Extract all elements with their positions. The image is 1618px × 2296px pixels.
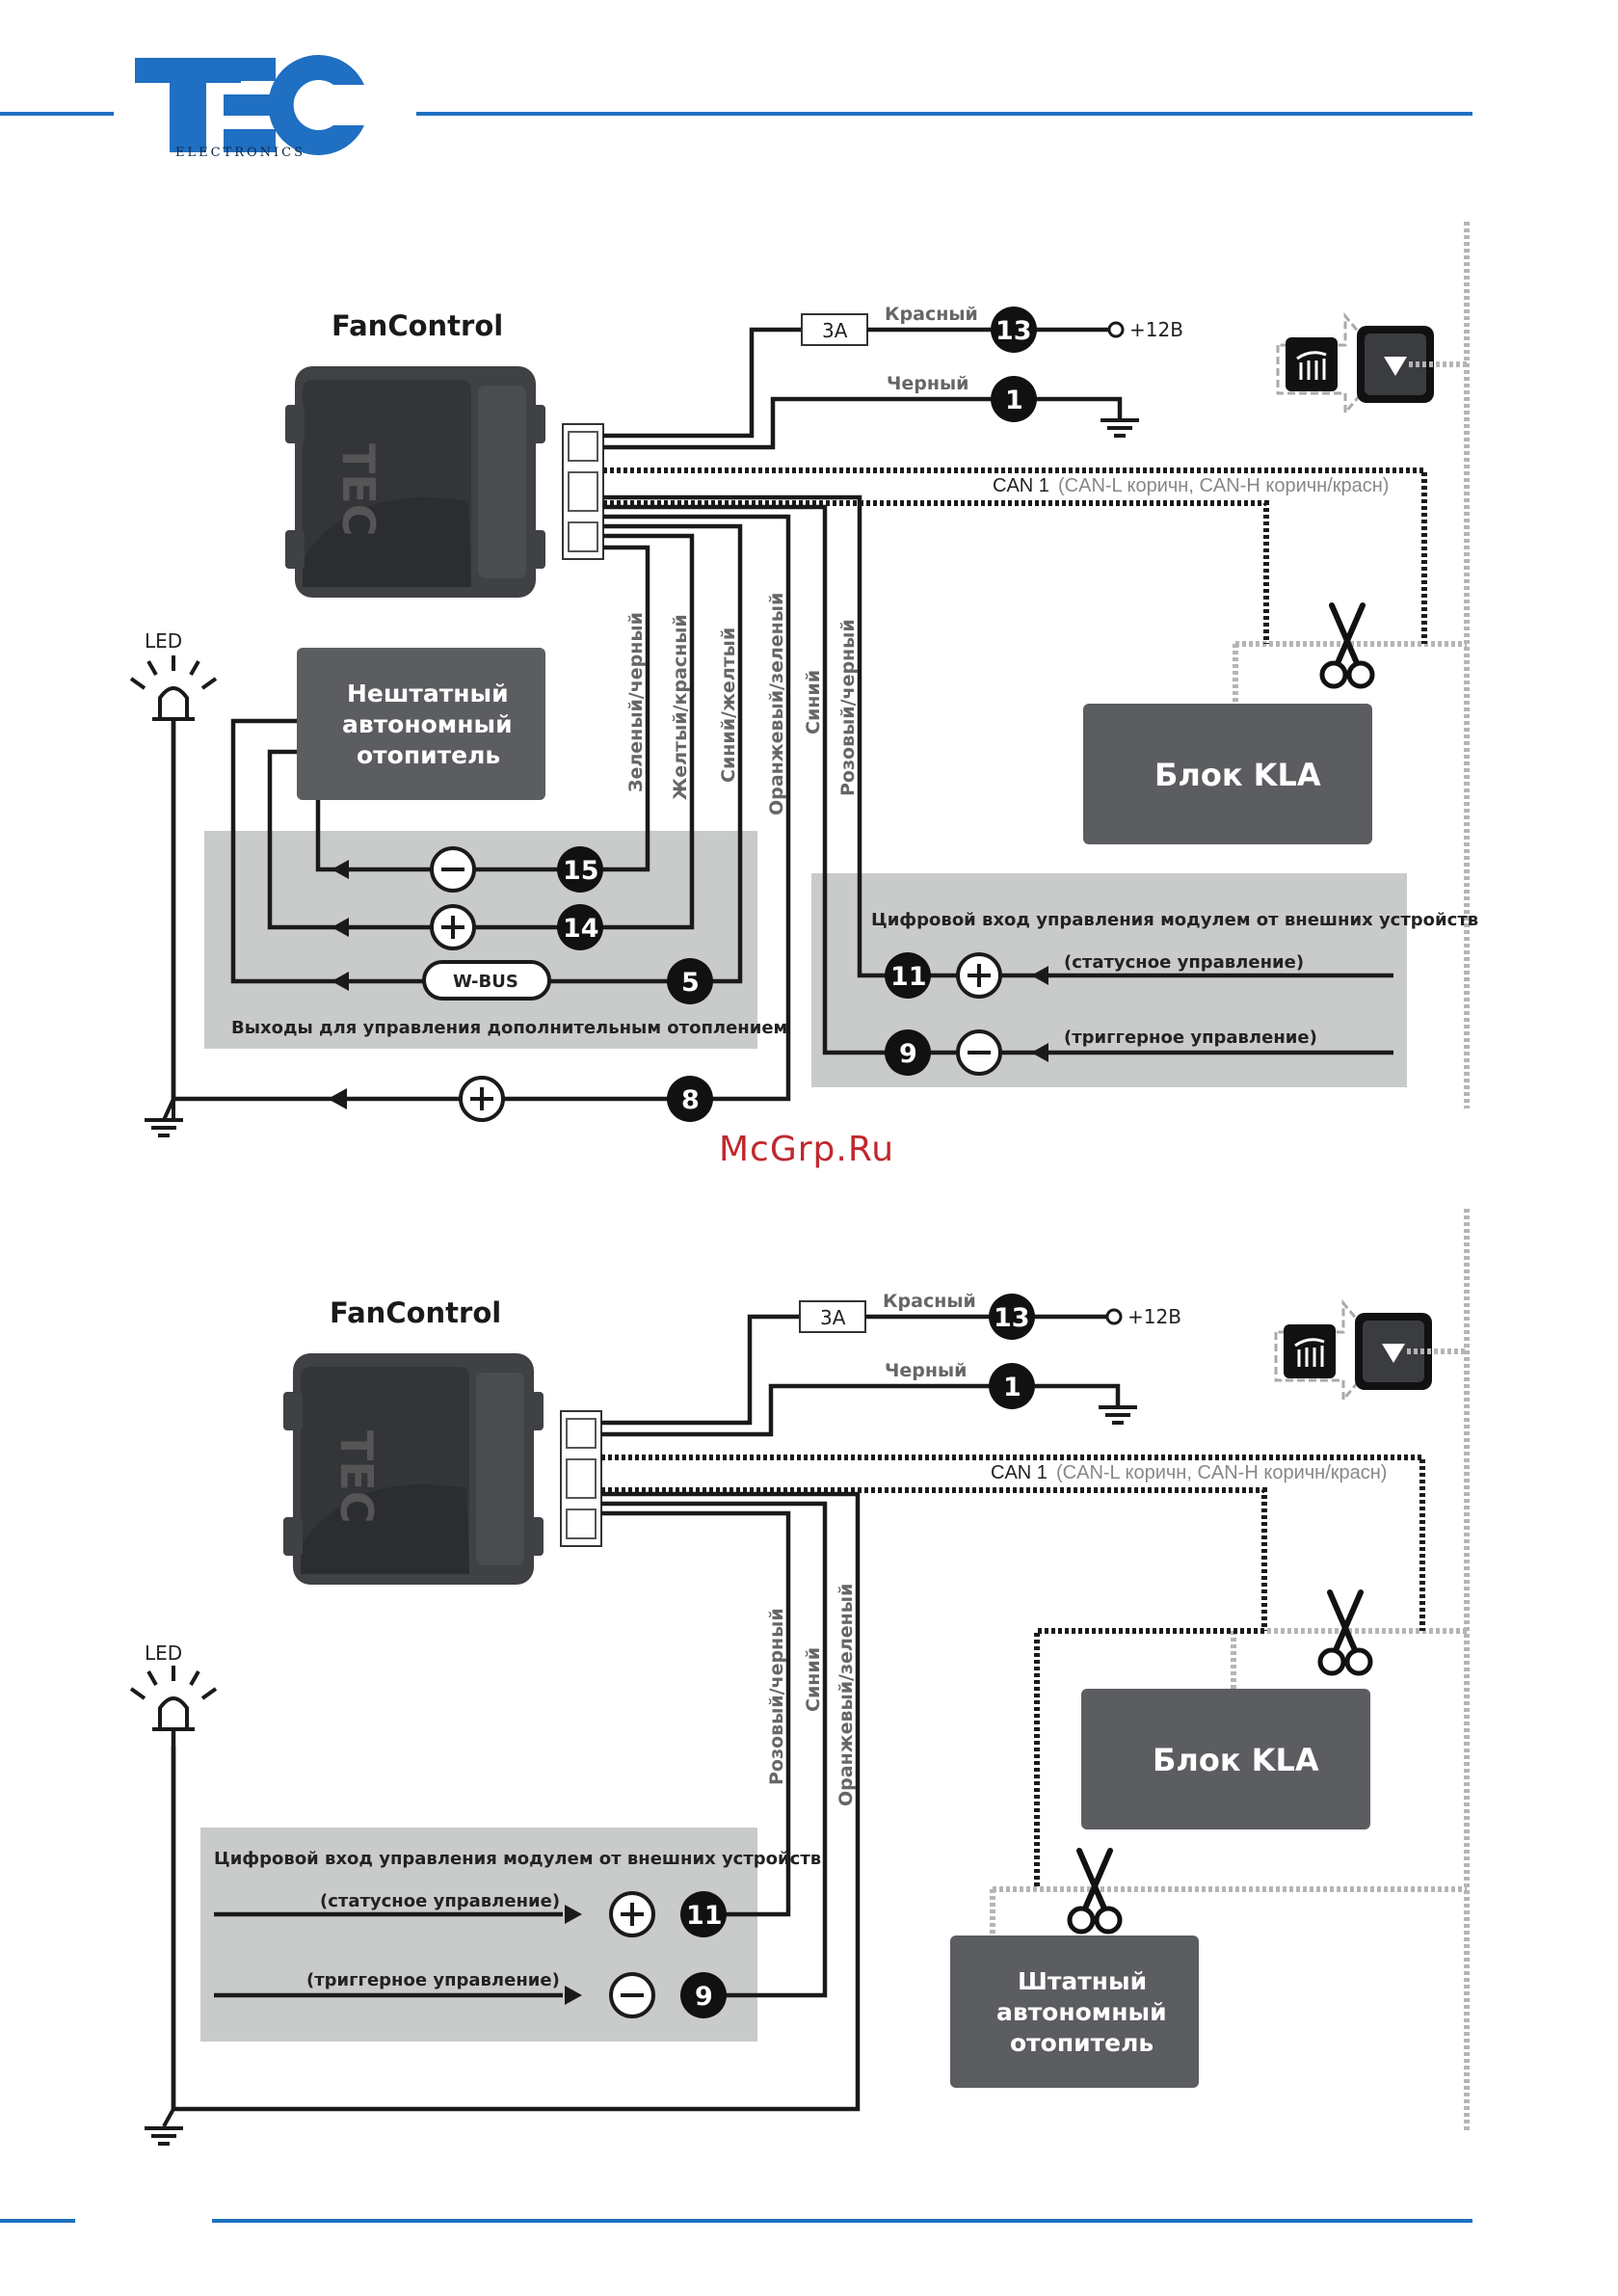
fuse-box-2	[799, 1300, 866, 1333]
black-wire-label: Черный	[887, 373, 968, 394]
aux-heater-box	[297, 648, 545, 800]
led-icon	[129, 654, 218, 721]
trigger-label-2: (триггерное управление)	[306, 1970, 560, 1990]
wire-label-6: Розовый/черный	[837, 619, 859, 796]
led-ground-icon-2	[143, 2126, 185, 2146]
kla-label: Блок KLA	[1154, 757, 1321, 793]
diagram-2: FanControl 3А +12В Красный 13 Черный 1 C…	[129, 1209, 1470, 2146]
pin-5: 5	[681, 968, 700, 998]
trigger-label: (триггерное управление)	[1064, 1028, 1317, 1048]
pin-1: 1	[1005, 386, 1023, 415]
pin-1-2: 1	[1003, 1373, 1021, 1402]
led-label-2: LED	[145, 1642, 182, 1665]
module-connector-2	[560, 1410, 602, 1547]
ground-icon	[1099, 418, 1141, 438]
kla-box	[1083, 704, 1372, 844]
kla-label-2: Блок KLA	[1153, 1742, 1319, 1778]
stock-heater-box	[950, 1936, 1199, 2088]
can-label-2: CAN 1	[991, 1462, 1048, 1483]
module-connector	[562, 423, 604, 560]
kla-box-2	[1081, 1689, 1370, 1829]
aux-heater-line-3: отопитель	[357, 741, 500, 769]
aux-heater-line-1: Нештатный	[347, 680, 509, 707]
wire-label-2-3: Оранжевый/зеленый	[836, 1584, 857, 1806]
plus12-label-2: +12В	[1127, 1305, 1181, 1328]
wbus-pill	[422, 960, 551, 1001]
wire-label-2: Желтый/красный	[670, 614, 691, 800]
pin-15: 15	[563, 856, 599, 886]
wire-label-2-2: Синий	[803, 1647, 824, 1712]
stock-heater-line-3: отопитель	[1010, 2029, 1154, 2057]
stock-heater-line-1: Штатный	[1018, 1967, 1147, 1995]
module-title: FanControl	[332, 309, 503, 342]
wire-label-5: Синий	[803, 670, 824, 734]
pin-9: 9	[899, 1039, 917, 1069]
plus12-label: +12В	[1129, 318, 1183, 341]
wire-label-1: Зеленый/черный	[625, 612, 647, 792]
fancontrol-module	[285, 366, 545, 598]
led-icon-2	[129, 1664, 218, 1731]
pin-9-2: 9	[695, 1982, 713, 2012]
can-detail: (CAN-L коричн, CAN-H коричн/красн)	[1058, 475, 1389, 496]
led-ground-icon	[143, 1118, 185, 1137]
pin-14: 14	[563, 914, 599, 944]
wire-label-2-1: Розовый/черный	[766, 1608, 787, 1785]
led-label: LED	[145, 629, 182, 653]
brand-logo-sub: ELECTRONICS	[175, 146, 305, 160]
wire-label-4: Оранжевый/зеленый	[766, 593, 787, 815]
inputs-caption: Цифровой вход управления модулем от внеш…	[871, 910, 1478, 930]
ground-icon-2	[1097, 1405, 1139, 1425]
stock-heater-line-2: автономный	[996, 1998, 1167, 2026]
module-title-2: FanControl	[330, 1296, 501, 1329]
inputs-caption-2: Цифровой вход управления модулем от внеш…	[214, 1849, 821, 1869]
red-wire-label-2: Красный	[883, 1291, 976, 1312]
watermark: McGrp.Ru	[719, 1130, 894, 1169]
pin-13-2: 13	[994, 1303, 1030, 1333]
pin-11-2: 11	[686, 1901, 723, 1931]
brand-logo: ELECTRONICS	[135, 54, 364, 160]
fancontrol-module-2	[283, 1353, 544, 1585]
can-label: CAN 1	[993, 475, 1049, 496]
pin-8: 8	[681, 1085, 700, 1115]
status-label: (статусное управление)	[1064, 952, 1304, 973]
aux-heater-line-2: автономный	[342, 710, 513, 738]
outputs-panel	[204, 831, 757, 1049]
fuse-label-2: 3А	[820, 1306, 846, 1329]
diagram-1: FanControl 3А +12В Красный 13 Черный 1 C…	[129, 222, 1478, 1137]
wbus-label: W-BUS	[453, 972, 518, 992]
can-detail-2: (CAN-L коричн, CAN-H коричн/красн)	[1056, 1462, 1387, 1483]
inputs-panel-2	[200, 1828, 757, 2042]
black-wire-label-2: Черный	[885, 1360, 967, 1381]
status-label-2: (статусное управление)	[320, 1891, 560, 1911]
fuse-label: 3А	[822, 319, 848, 342]
pin-13: 13	[995, 316, 1032, 346]
pin-11: 11	[890, 962, 927, 992]
outputs-caption: Выходы для управления дополнительным ото…	[231, 1018, 787, 1038]
red-wire-label: Красный	[885, 304, 978, 325]
wire-label-3: Синий/желтый	[718, 627, 739, 783]
